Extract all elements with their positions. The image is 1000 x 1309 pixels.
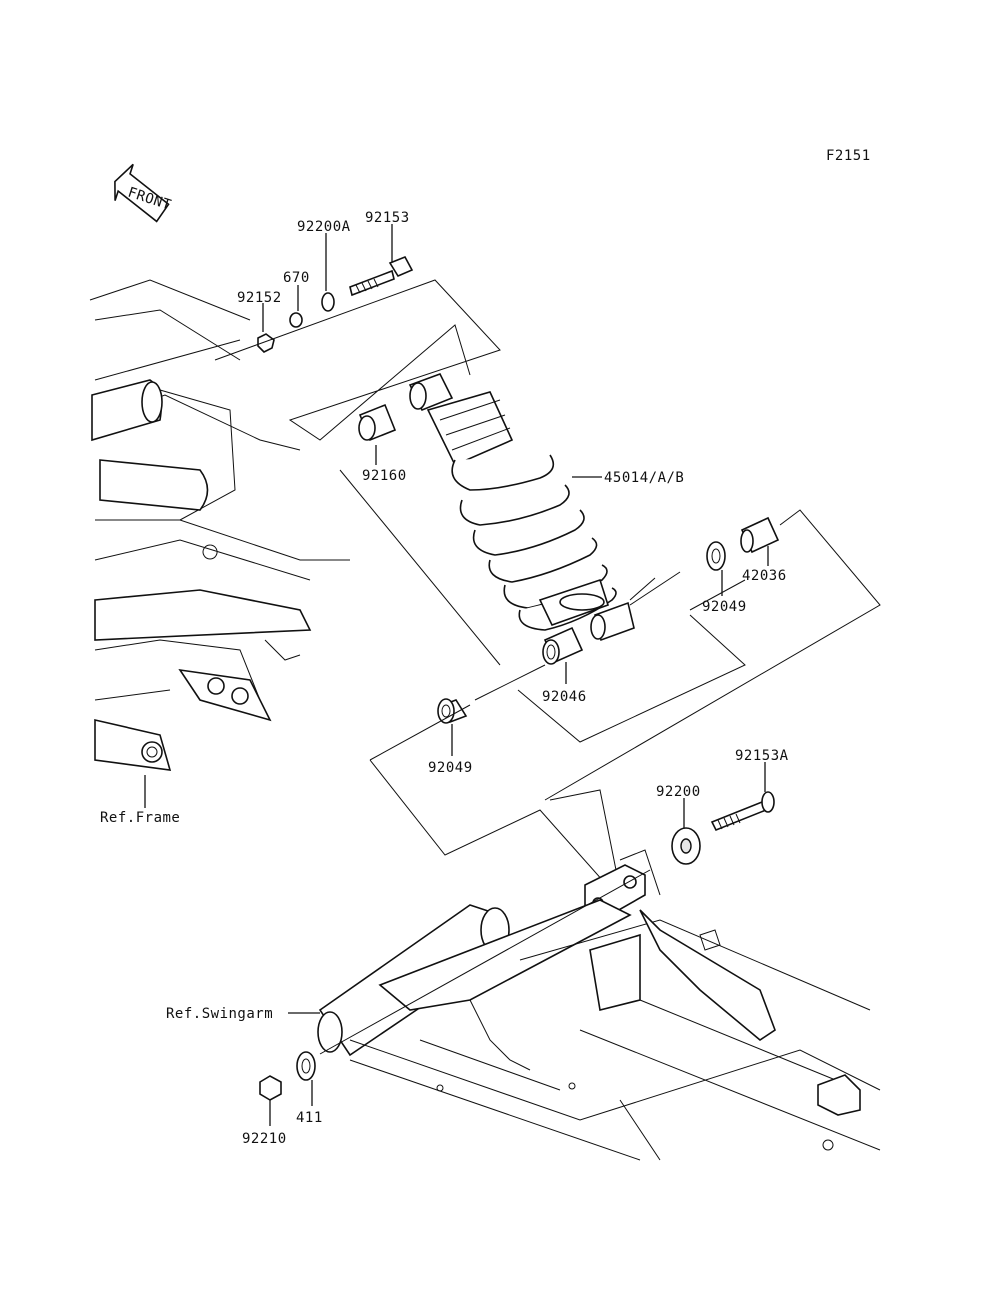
bolt-92153a-icon — [710, 791, 775, 832]
washer-92200a-icon — [321, 292, 335, 312]
frame-drawing — [89, 279, 350, 771]
collar-42036-icon — [740, 516, 780, 554]
label-92046: 92046 — [542, 689, 587, 705]
washer-92200-icon — [671, 827, 701, 865]
shock-absorber-icon — [408, 373, 635, 642]
figure-code: F2151 — [826, 148, 871, 164]
upper-axis-line — [214, 279, 501, 441]
front-arrow-icon: FRONT — [114, 163, 173, 223]
ref-frame-label: Ref.Frame — [100, 810, 180, 826]
label-42036: 42036 — [742, 568, 787, 584]
label-92049-left: 92049 — [428, 760, 473, 776]
lower-axis-line — [319, 869, 651, 1055]
label-92160: 92160 — [362, 468, 407, 484]
label-92153a: 92153A — [735, 748, 789, 764]
oring-670-icon — [289, 312, 303, 328]
bolt-92153-icon — [349, 255, 414, 297]
lower-left-box-line — [369, 664, 621, 901]
label-92200: 92200 — [656, 784, 701, 800]
swingarm-drawing — [317, 789, 881, 1161]
collar-411-icon — [296, 1051, 316, 1081]
ref-swingarm-label: Ref.Swingarm — [166, 1006, 273, 1022]
seal-92049-left-icon — [437, 698, 468, 724]
label-92049-right: 92049 — [702, 599, 747, 615]
label-92152: 92152 — [237, 290, 282, 306]
seal-92049-right-icon — [706, 541, 726, 571]
label-45014: 45014/A/B — [604, 470, 684, 486]
bearing-92046-icon — [542, 626, 584, 665]
nut-92210-icon — [259, 1075, 282, 1101]
right-box-line — [517, 509, 881, 801]
nut-92152-icon — [257, 333, 275, 353]
label-670: 670 — [283, 270, 310, 286]
label-92200a: 92200A — [297, 219, 351, 235]
label-92153: 92153 — [365, 210, 410, 226]
label-92210: 92210 — [242, 1131, 287, 1147]
label-411: 411 — [296, 1110, 323, 1126]
middle-axis-line — [339, 469, 746, 666]
bushing-92160-icon — [358, 403, 397, 442]
